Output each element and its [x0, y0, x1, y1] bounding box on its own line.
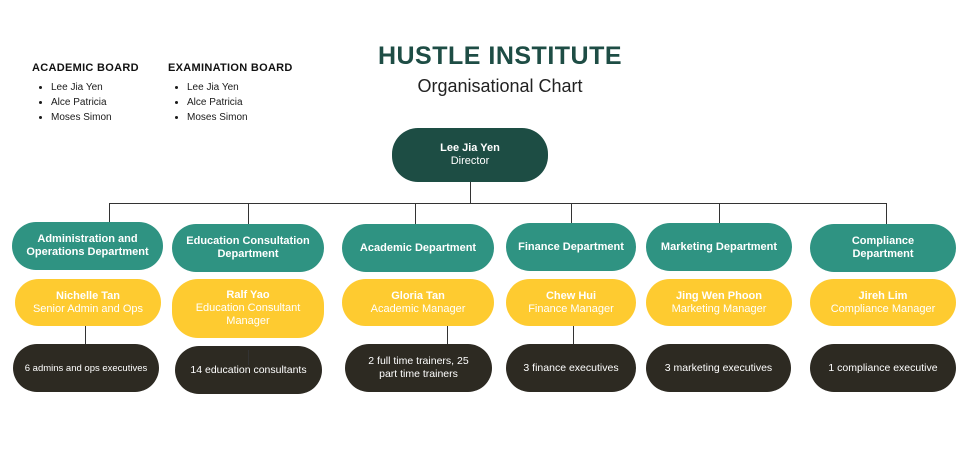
- connector-line: [719, 203, 720, 223]
- connector-line: [85, 326, 86, 344]
- director-node: Lee Jia Yen Director: [392, 128, 548, 182]
- manager-node: Nichelle Tan Senior Admin and Ops: [15, 279, 161, 326]
- manager-name: Chew Hui: [545, 289, 597, 302]
- connector-line: [573, 326, 574, 344]
- board-member: Moses Simon: [187, 110, 293, 125]
- manager-node: Gloria Tan Academic Manager: [342, 279, 494, 326]
- department-node: Marketing Department: [646, 223, 792, 271]
- academic-board: ACADEMIC BOARD Lee Jia Yen Alce Patricia…: [32, 62, 139, 125]
- department-node: Compliance Department: [810, 224, 956, 272]
- connector-line: [470, 182, 471, 203]
- manager-role: Compliance Manager: [830, 302, 936, 315]
- manager-role: Finance Manager: [528, 302, 614, 315]
- connector-line: [109, 203, 110, 223]
- manager-name: Ralf Yao: [226, 289, 270, 301]
- chart-title: HUSTLE INSTITUTE: [377, 42, 623, 70]
- board-member: Alce Patricia: [187, 95, 293, 110]
- examination-board: EXAMINATION BOARD Lee Jia Yen Alce Patri…: [168, 62, 293, 125]
- department-node: Finance Department: [506, 223, 636, 271]
- manager-name: Jing Wen Phoon: [676, 289, 762, 302]
- director-name: Lee Jia Yen: [440, 142, 500, 154]
- department-node: Education Consultation Department: [172, 224, 324, 272]
- manager-name: Nichelle Tan: [56, 289, 120, 302]
- connector-line: [248, 203, 249, 224]
- chart-subtitle: Organisational Chart: [417, 76, 583, 96]
- board-member: Alce Patricia: [51, 95, 139, 110]
- connector-line: [447, 326, 448, 344]
- manager-role: Marketing Manager: [671, 302, 767, 315]
- connector-line: [415, 203, 416, 224]
- team-node: 2 full time trainers, 25 part time train…: [345, 344, 492, 392]
- team-node: 3 marketing executives: [646, 344, 791, 392]
- director-role: Director: [450, 155, 490, 167]
- connector-line: [109, 203, 887, 204]
- manager-node: Jing Wen Phoon Marketing Manager: [646, 279, 792, 326]
- team-node: 1 compliance executive: [810, 344, 956, 392]
- connector-line: [886, 203, 887, 224]
- board-member: Moses Simon: [51, 110, 139, 125]
- manager-node: Ralf Yao Education Consultant Manager: [172, 279, 324, 338]
- connector-line: [571, 203, 572, 223]
- board-member: Lee Jia Yen: [187, 80, 293, 95]
- manager-role: Academic Manager: [370, 302, 466, 315]
- team-node: 3 finance executives: [506, 344, 636, 392]
- manager-role: Senior Admin and Ops: [32, 302, 144, 315]
- manager-name: Gloria Tan: [391, 289, 445, 302]
- manager-node: Jireh Lim Compliance Manager: [810, 279, 956, 326]
- board-member: Lee Jia Yen: [51, 80, 139, 95]
- connector-line: [248, 350, 249, 365]
- manager-name: Jireh Lim: [858, 289, 908, 302]
- board-title: ACADEMIC BOARD: [32, 62, 139, 74]
- team-node: 6 admins and ops executives: [13, 344, 159, 392]
- department-node: Administration and Operations Department: [12, 222, 163, 270]
- manager-role: Education Consultant Manager: [195, 302, 301, 327]
- department-node: Academic Department: [342, 224, 494, 272]
- manager-node: Chew Hui Finance Manager: [506, 279, 636, 326]
- board-title: EXAMINATION BOARD: [168, 62, 293, 74]
